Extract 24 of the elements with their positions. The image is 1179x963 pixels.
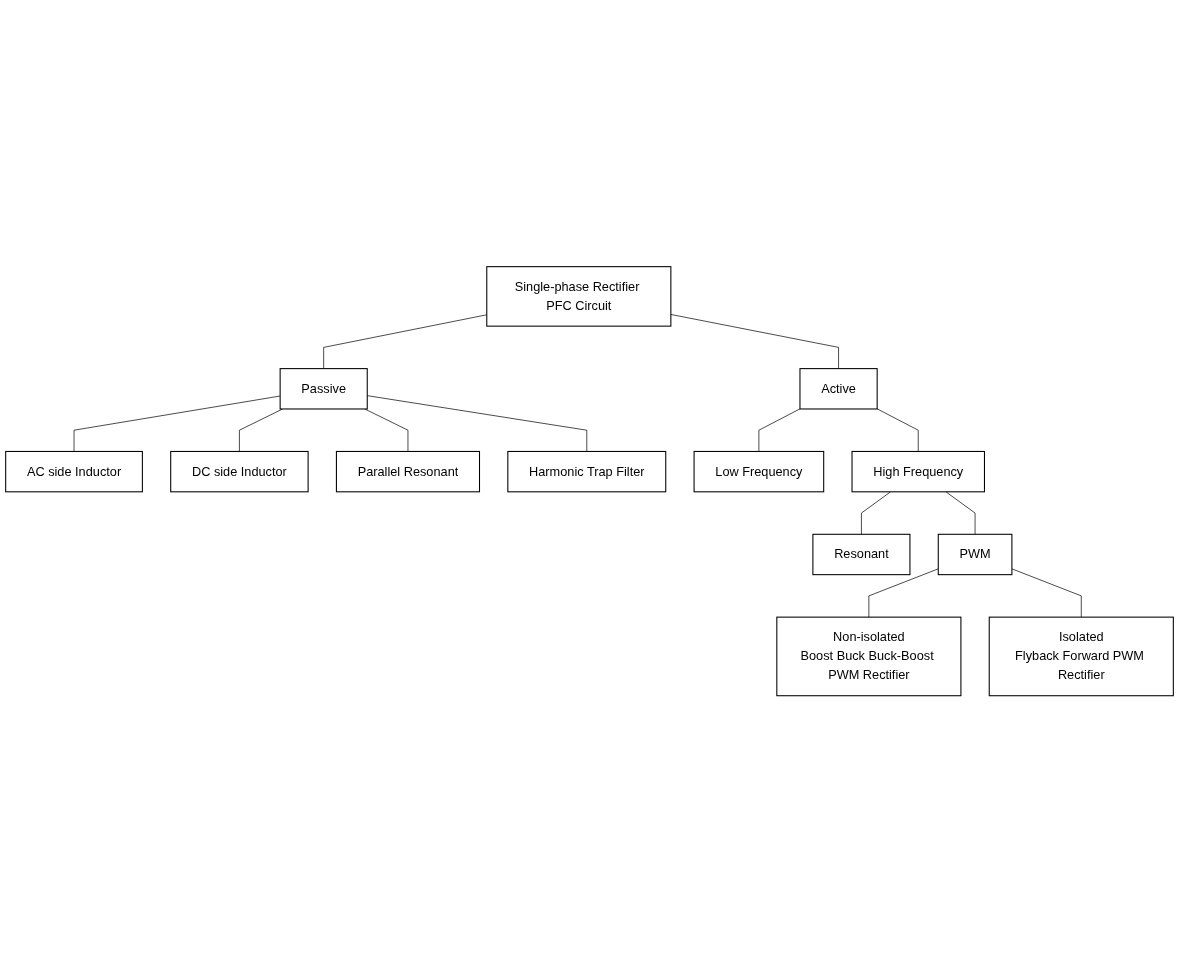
node-box: Isolated Flyback Forward PWM Rectifier	[988, 616, 1174, 697]
connector	[758, 408, 801, 453]
connector	[364, 408, 409, 453]
node-box: Low Frequency	[693, 451, 825, 493]
connector	[945, 491, 976, 535]
connector	[876, 408, 919, 453]
connector	[366, 395, 588, 453]
node-box: Harmonic Trap Filter	[507, 451, 667, 493]
connector	[861, 491, 891, 535]
node-box: Non-isolated Boost Buck Buck-Boost PWM Rectifier	[776, 616, 962, 697]
node-box: Resonant	[812, 534, 911, 576]
node-box: DC side Inductor	[170, 451, 309, 493]
connector	[868, 568, 939, 618]
node-box: AC side Inductor	[5, 451, 143, 493]
node-box: Active	[799, 368, 878, 410]
connector	[239, 408, 283, 453]
node-box: Parallel Resonant	[335, 451, 481, 493]
node-box: PWM	[937, 534, 1013, 576]
node-box: Passive	[279, 368, 368, 410]
connector	[670, 314, 839, 370]
connector	[73, 395, 281, 453]
connector	[1011, 568, 1082, 618]
node-box: High Frequency	[851, 451, 985, 493]
node-box: Single-phase Rectifier PFC Circuit	[486, 266, 672, 327]
